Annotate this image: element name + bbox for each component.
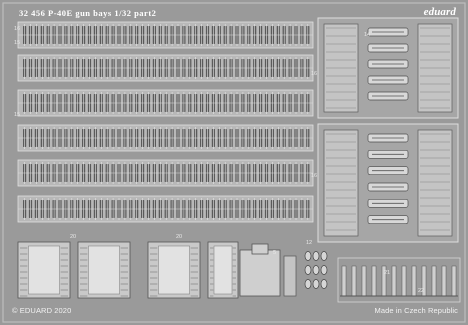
round-link bbox=[304, 251, 312, 261]
product-number: 32 456 bbox=[19, 8, 46, 18]
bottom-part-20a: 20 bbox=[70, 234, 77, 240]
fret-border bbox=[2, 2, 466, 323]
scale-label: 1/32 bbox=[114, 8, 132, 18]
panel-side-left bbox=[323, 129, 359, 237]
comb-tooth bbox=[371, 265, 377, 297]
panel-number-top: 16 bbox=[311, 71, 318, 77]
round-link bbox=[312, 279, 320, 289]
comb-tooth bbox=[441, 265, 447, 297]
round-link bbox=[320, 265, 328, 275]
comb-tooth bbox=[361, 265, 367, 297]
ammo-box-inner bbox=[88, 245, 120, 295]
small-tray-tab bbox=[251, 243, 269, 255]
bottom-part-12: 12 bbox=[306, 240, 313, 246]
part-number-15a: 15 bbox=[14, 40, 21, 46]
aircraft-name: P-40E bbox=[48, 8, 73, 18]
bottom-part-5: 5 bbox=[273, 250, 277, 256]
small-strip bbox=[283, 255, 297, 297]
part-number-15b: 15 bbox=[14, 112, 21, 118]
comb-tooth bbox=[391, 265, 397, 297]
round-link bbox=[304, 279, 312, 289]
bottom-part-22: 22 bbox=[418, 288, 425, 294]
round-link bbox=[304, 265, 312, 275]
copyright-text: © EDUARD 2020 bbox=[12, 306, 72, 315]
bottom-part-21: 21 bbox=[384, 270, 391, 276]
part-label: part2 bbox=[134, 8, 157, 18]
comb-tooth bbox=[341, 265, 347, 297]
round-link bbox=[320, 251, 328, 261]
panel-side-right bbox=[417, 129, 453, 237]
subject-label: gun bays bbox=[75, 8, 112, 18]
comb-tooth bbox=[451, 265, 457, 297]
part-number-16: 16 bbox=[14, 26, 21, 32]
ammo-box-inner bbox=[158, 245, 190, 295]
small-tray bbox=[239, 249, 281, 297]
comb-tooth bbox=[401, 265, 407, 297]
brand-logo: eduard bbox=[423, 6, 456, 18]
round-link bbox=[320, 279, 328, 289]
ammo-box-inner bbox=[213, 245, 233, 295]
ammo-box-inner bbox=[28, 245, 60, 295]
comb-tooth bbox=[431, 265, 437, 297]
origin-text: Made in Czech Republic bbox=[374, 306, 458, 315]
comb-tooth bbox=[411, 265, 417, 297]
comb-frame bbox=[337, 257, 461, 303]
panel-number-bottom: 16 bbox=[311, 173, 318, 179]
bottom-part-20b: 20 bbox=[176, 234, 183, 240]
round-link bbox=[312, 251, 320, 261]
panel-inner-number: 14 bbox=[364, 32, 371, 38]
fret-title: 32 456 P-40E gun bays 1/32 part2 bbox=[19, 9, 156, 18]
comb-tooth bbox=[351, 265, 357, 297]
round-link bbox=[312, 265, 320, 275]
